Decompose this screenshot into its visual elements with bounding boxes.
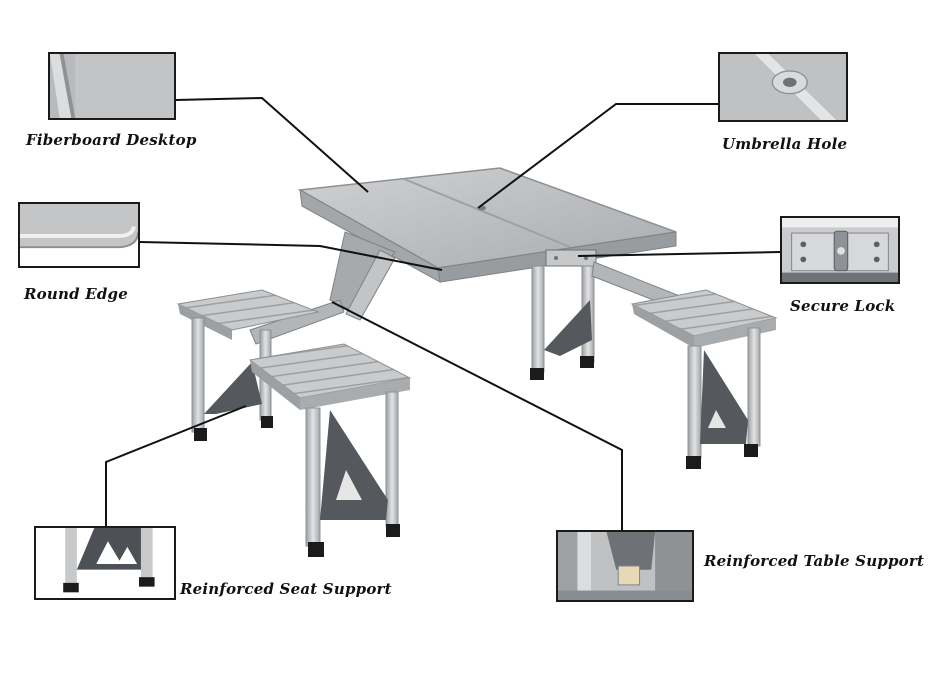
- fiberboard-desktop-detail: [48, 52, 176, 120]
- left-back-seat: [176, 289, 320, 441]
- left-front-seat: [248, 343, 412, 557]
- leader-reinforced-table-support: [331, 301, 623, 530]
- reinforced-seat-support-detail: [34, 526, 176, 600]
- round-edge-detail: [18, 202, 140, 268]
- label-reinforced-table-support: Reinforced Table Support: [704, 552, 925, 570]
- leader-fiberboard-desktop: [175, 96, 369, 193]
- label-round-edge: Round Edge: [24, 285, 128, 303]
- table-top: [297, 167, 677, 283]
- label-umbrella-hole: Umbrella Hole: [722, 135, 848, 153]
- secure-lock-detail: [780, 216, 900, 284]
- leader-round-edge: [139, 241, 443, 271]
- umbrella-hole-detail: [718, 52, 848, 122]
- leader-lines: [105, 96, 781, 530]
- label-fiberboard-desktop: Fiberboard Desktop: [26, 131, 197, 149]
- table-frame: [249, 231, 691, 380]
- leader-umbrella-hole: [477, 103, 718, 209]
- leader-reinforced-seat-support: [105, 405, 247, 526]
- label-secure-lock: Secure Lock: [790, 297, 896, 315]
- right-seat: [630, 289, 778, 469]
- label-reinforced-seat-support: Reinforced Seat Support: [180, 580, 392, 598]
- leader-secure-lock: [577, 251, 781, 257]
- reinforced-table-support-detail: [556, 530, 694, 602]
